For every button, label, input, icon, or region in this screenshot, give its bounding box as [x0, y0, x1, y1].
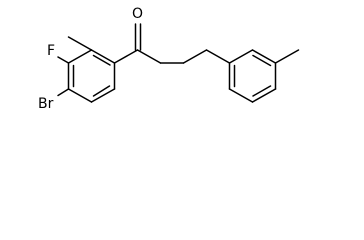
atom-label-fluorine: F [47, 43, 55, 59]
bond [251, 88, 277, 103]
bond-ring-carbonyl [113, 49, 139, 64]
bond-chain [182, 49, 208, 64]
molecule-structure: O F Br [38, 6, 300, 112]
bond-c-br [57, 88, 70, 97]
bond-inner [92, 85, 111, 97]
bond [90, 88, 116, 103]
atom-label-oxygen: O [132, 6, 143, 22]
bond-inner [92, 54, 111, 66]
bond [228, 49, 254, 64]
bond [67, 88, 93, 103]
bond [228, 88, 254, 103]
bond-c-f [57, 56, 70, 64]
bond-inner [252, 54, 272, 67]
bond [67, 49, 93, 64]
bond [67, 36, 93, 51]
atom-label-bromine: Br [38, 96, 54, 112]
aryl-ring-left [67, 36, 116, 103]
bond-methyl [274, 49, 300, 64]
bond [251, 49, 277, 64]
aryl-ring-right [228, 49, 277, 103]
bond-inner [252, 85, 272, 97]
bond-chain-ring [205, 49, 231, 64]
bond-chain [136, 49, 162, 64]
bond [90, 49, 116, 64]
